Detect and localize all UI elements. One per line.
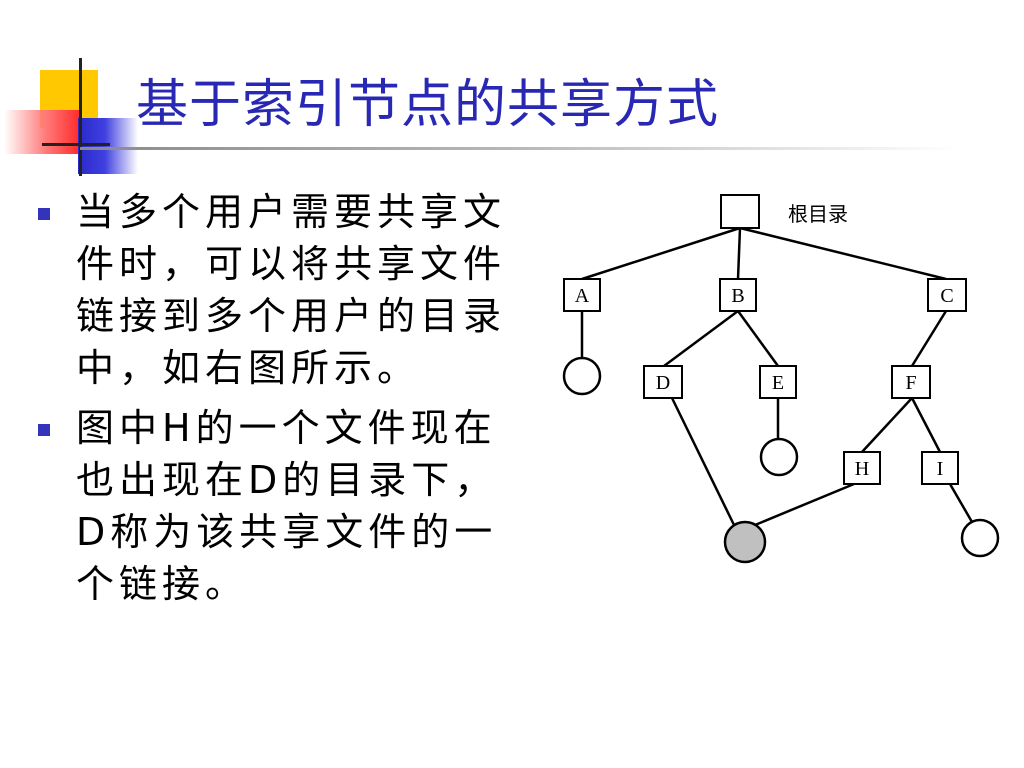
root-directory-label: 根目录: [788, 202, 848, 226]
logo-red-gradient: [4, 110, 80, 154]
file-leaf-a: [562, 356, 602, 396]
edge-b-e: [736, 310, 780, 367]
node-h: [843, 451, 881, 485]
logo-horizontal-line: [42, 143, 110, 146]
node-f: [891, 365, 931, 399]
node-b-label: B: [731, 285, 744, 307]
node-a-label: A: [575, 285, 590, 307]
edge-b-d: [663, 309, 739, 368]
bullet-item: 当多个用户需要共享文件时，可以将共享文件链接到多个用户的目录中，如右图所示。: [30, 186, 520, 394]
bullet-square-icon: [38, 424, 50, 436]
title-underline: [80, 147, 960, 150]
logo-vertical-line: [79, 58, 82, 176]
bullet-text: 当多个用户需要共享文件时，可以将共享文件链接到多个用户的目录中，如右图所示。: [76, 190, 507, 390]
edge-f-h: [861, 397, 913, 453]
file-leaf-e: [759, 437, 799, 477]
node-b: [719, 278, 757, 312]
node-a: [563, 278, 601, 312]
edge-root-a: [581, 226, 741, 281]
edge-c-f: [910, 310, 948, 367]
node-h-label: H: [855, 458, 869, 480]
slide-title: 基于索引节点的共享方式: [136, 75, 720, 135]
edge-h-shared: [754, 482, 855, 527]
bullet-list: 当多个用户需要共享文件时，可以将共享文件链接到多个用户的目录中，如右图所示。 图…: [30, 186, 520, 618]
node-e: [759, 365, 797, 399]
node-e-label: E: [772, 372, 784, 394]
bullet-text: 图中H的一个文件现在也出现在D的目录下，D称为该共享文件的一个链接。: [76, 406, 498, 606]
node-i-label: I: [937, 458, 944, 480]
node-c-label: C: [940, 285, 953, 307]
bullet-item: 图中H的一个文件现在也出现在D的目录下，D称为该共享文件的一个链接。: [30, 402, 520, 610]
node-c: [927, 278, 967, 312]
edge-i-leaf: [948, 483, 974, 523]
shared-file-node: [723, 520, 767, 564]
edge-d-shared: [670, 397, 737, 528]
bullet-square-icon: [38, 208, 50, 220]
file-leaf-i: [960, 518, 1000, 558]
node-i: [921, 451, 959, 485]
edge-root-c: [739, 226, 947, 281]
node-d: [643, 365, 683, 399]
node-f-label: F: [905, 372, 916, 394]
root-directory-node: [720, 194, 760, 229]
logo-blue-square: [78, 118, 138, 174]
edge-f-i: [910, 397, 942, 453]
edge-root-b: [736, 227, 742, 280]
node-d-label: D: [656, 372, 670, 394]
